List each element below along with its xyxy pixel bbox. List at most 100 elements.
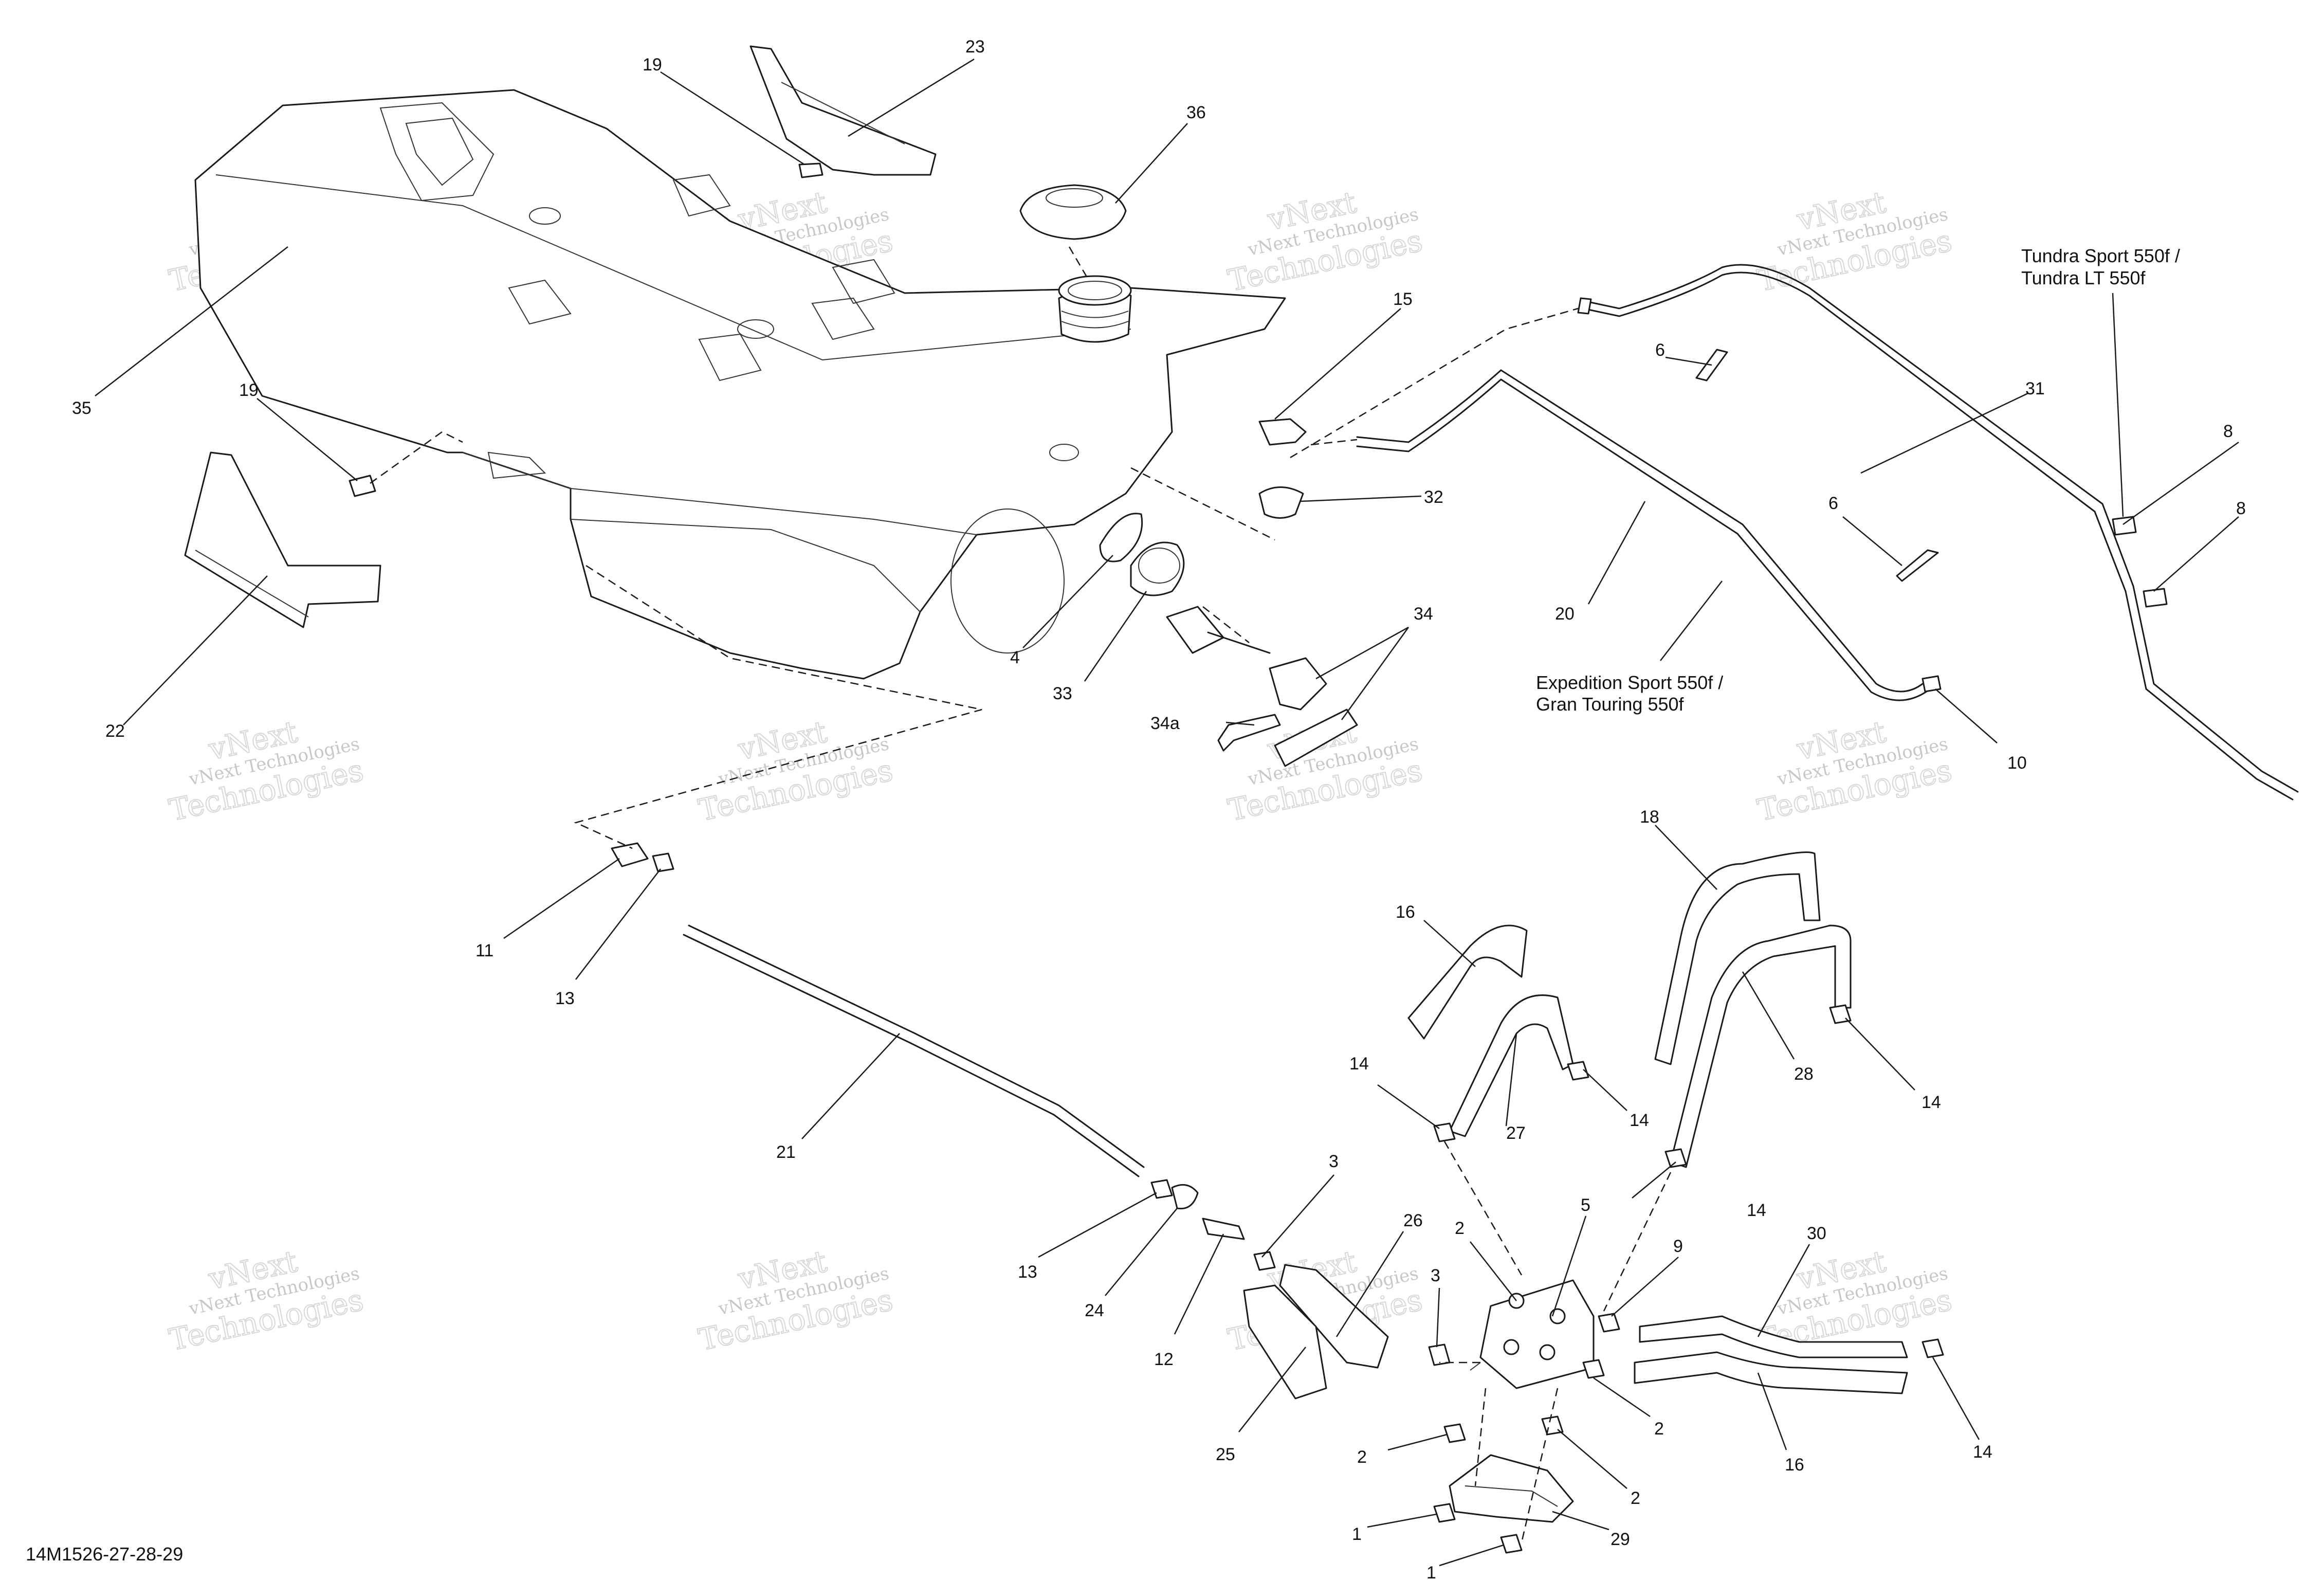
hose-30 [1639,1315,1908,1358]
fuel-line-31 [1577,264,2299,801]
pump-34 [1269,657,1327,711]
heat-shield-22 [184,451,381,628]
clamp-14-e [1922,1338,1944,1358]
clip-8-upper [2112,516,2137,536]
callout-11: 11 [475,941,493,960]
leader-lines [95,58,2239,1567]
screw-1-lower [1500,1534,1523,1554]
clip-19-top [798,162,824,178]
fitting-11 [611,842,649,867]
watermark: vNext vNext Technologies Technologies [695,714,896,828]
callout-13: 13 [555,989,575,1008]
callout-26: 26 [1403,1211,1423,1230]
callout-29: 29 [1611,1530,1630,1549]
callout-2: 2 [1455,1219,1465,1238]
callout-9: 9 [1673,1237,1683,1256]
callout-14: 14 [1747,1201,1766,1220]
hose-16-upper [1407,924,1528,1040]
callout-30: 30 [1807,1224,1826,1243]
callout-21: 21 [776,1142,796,1162]
callout-12: 12 [1154,1350,1174,1369]
watermark: vNext vNext Technologies Technologies [695,1243,896,1358]
callout-1: 1 [1352,1524,1362,1544]
fuel-line-20 [1356,369,1930,701]
callout-3: 3 [1431,1266,1440,1285]
callout-25: 25 [1216,1445,1235,1464]
callout-6: 6 [1828,494,1838,513]
ring-33 [1130,541,1185,596]
screw-1-upper [1433,1503,1456,1523]
hose-34 [1274,709,1358,767]
pump-filter-34 [1166,606,1224,654]
callout-2: 2 [1357,1447,1367,1467]
clamp-9 [1598,1313,1620,1333]
hose-26 [1279,1264,1389,1369]
callout-31: 31 [2025,379,2045,398]
svg-text:Expedition Sport 550f /: Expedition Sport 550f / [1536,672,1723,693]
bracket-29 [1449,1454,1574,1523]
watermark: vNext vNext Technologies Technologies [166,1243,367,1358]
clip-10 [1922,675,1942,693]
svg-text:Tundra LT 550f: Tundra LT 550f [2021,267,2146,288]
gasket-4 [1099,513,1143,562]
callout-27: 27 [1506,1123,1526,1143]
hose-27 [1449,994,1574,1137]
callout-8: 8 [2223,422,2233,441]
clamp-13-upper [652,852,674,873]
callout-16: 16 [1396,902,1415,922]
fitting-12 [1202,1218,1245,1240]
watermark: vNext vNext Technologies Technologies [166,714,367,828]
fuel-cap-36 [1019,184,1127,240]
callout-18: 18 [1640,807,1659,827]
callout-5: 5 [1581,1195,1590,1215]
callout-36: 36 [1186,103,1206,122]
callout-6: 6 [1655,340,1665,360]
clamp-14-d [1664,1148,1687,1168]
model-note-expedition: Expedition Sport 550f / Gran Touring 550… [1536,672,1723,715]
callout-1: 1 [1426,1563,1436,1580]
nut-2-right [1582,1359,1605,1379]
svg-text:Tundra Sport 550f /: Tundra Sport 550f / [2021,245,2180,266]
callout-14: 14 [1349,1054,1369,1074]
grommet-24 [1171,1184,1199,1210]
callout-33: 33 [1053,684,1072,703]
callout-35: 35 [72,398,92,418]
clamp-14-b [1567,1061,1589,1081]
drawing-code: 14M1526-27-28-29 [26,1543,183,1565]
hose-18 [1654,851,1821,1065]
callout-28: 28 [1794,1064,1814,1084]
fitting-15 [1258,418,1307,446]
callout-13: 13 [1018,1262,1037,1282]
callout-22: 22 [105,721,125,741]
callout-2: 2 [1654,1419,1664,1439]
pump-parts [1099,418,1358,767]
sensor-34a [1217,714,1281,752]
callout-20: 20 [1555,604,1575,624]
clamp-3-left [1253,1251,1276,1271]
fuel-tank [194,89,1286,680]
callout-16: 16 [1785,1455,1804,1475]
assembly-lines [370,246,1672,1543]
callout-34a: 34a [1150,714,1180,733]
callout-19: 19 [643,55,662,75]
callout-3: 3 [1329,1152,1339,1171]
callout-14: 14 [1922,1093,1941,1112]
callouts: 23 19 36 35 19 22 15 32 4 33 34 34a 6 6 … [72,37,2246,1580]
callout-32: 32 [1424,487,1443,507]
svg-text:Gran Touring 550f: Gran Touring 550f [1536,694,1685,715]
callout-24: 24 [1085,1301,1104,1320]
watermark: vNext vNext Technologies Technologies [1754,1243,1955,1358]
watermark: vNext vNext Technologies Technologies [1224,184,1426,299]
callout-15: 15 [1393,289,1413,309]
fuel-line-21 [683,924,1145,1177]
callout-19: 19 [239,380,259,400]
nut-2-left-low [1443,1423,1466,1443]
clip-6-lower [1896,549,1939,582]
hose-16-lower [1634,1351,1908,1394]
grommet-32 [1258,486,1304,519]
clip-19-left [349,475,376,497]
hose-25 [1243,1284,1327,1400]
callout-8: 8 [2236,499,2246,518]
clip-8-lower [2143,588,2168,608]
